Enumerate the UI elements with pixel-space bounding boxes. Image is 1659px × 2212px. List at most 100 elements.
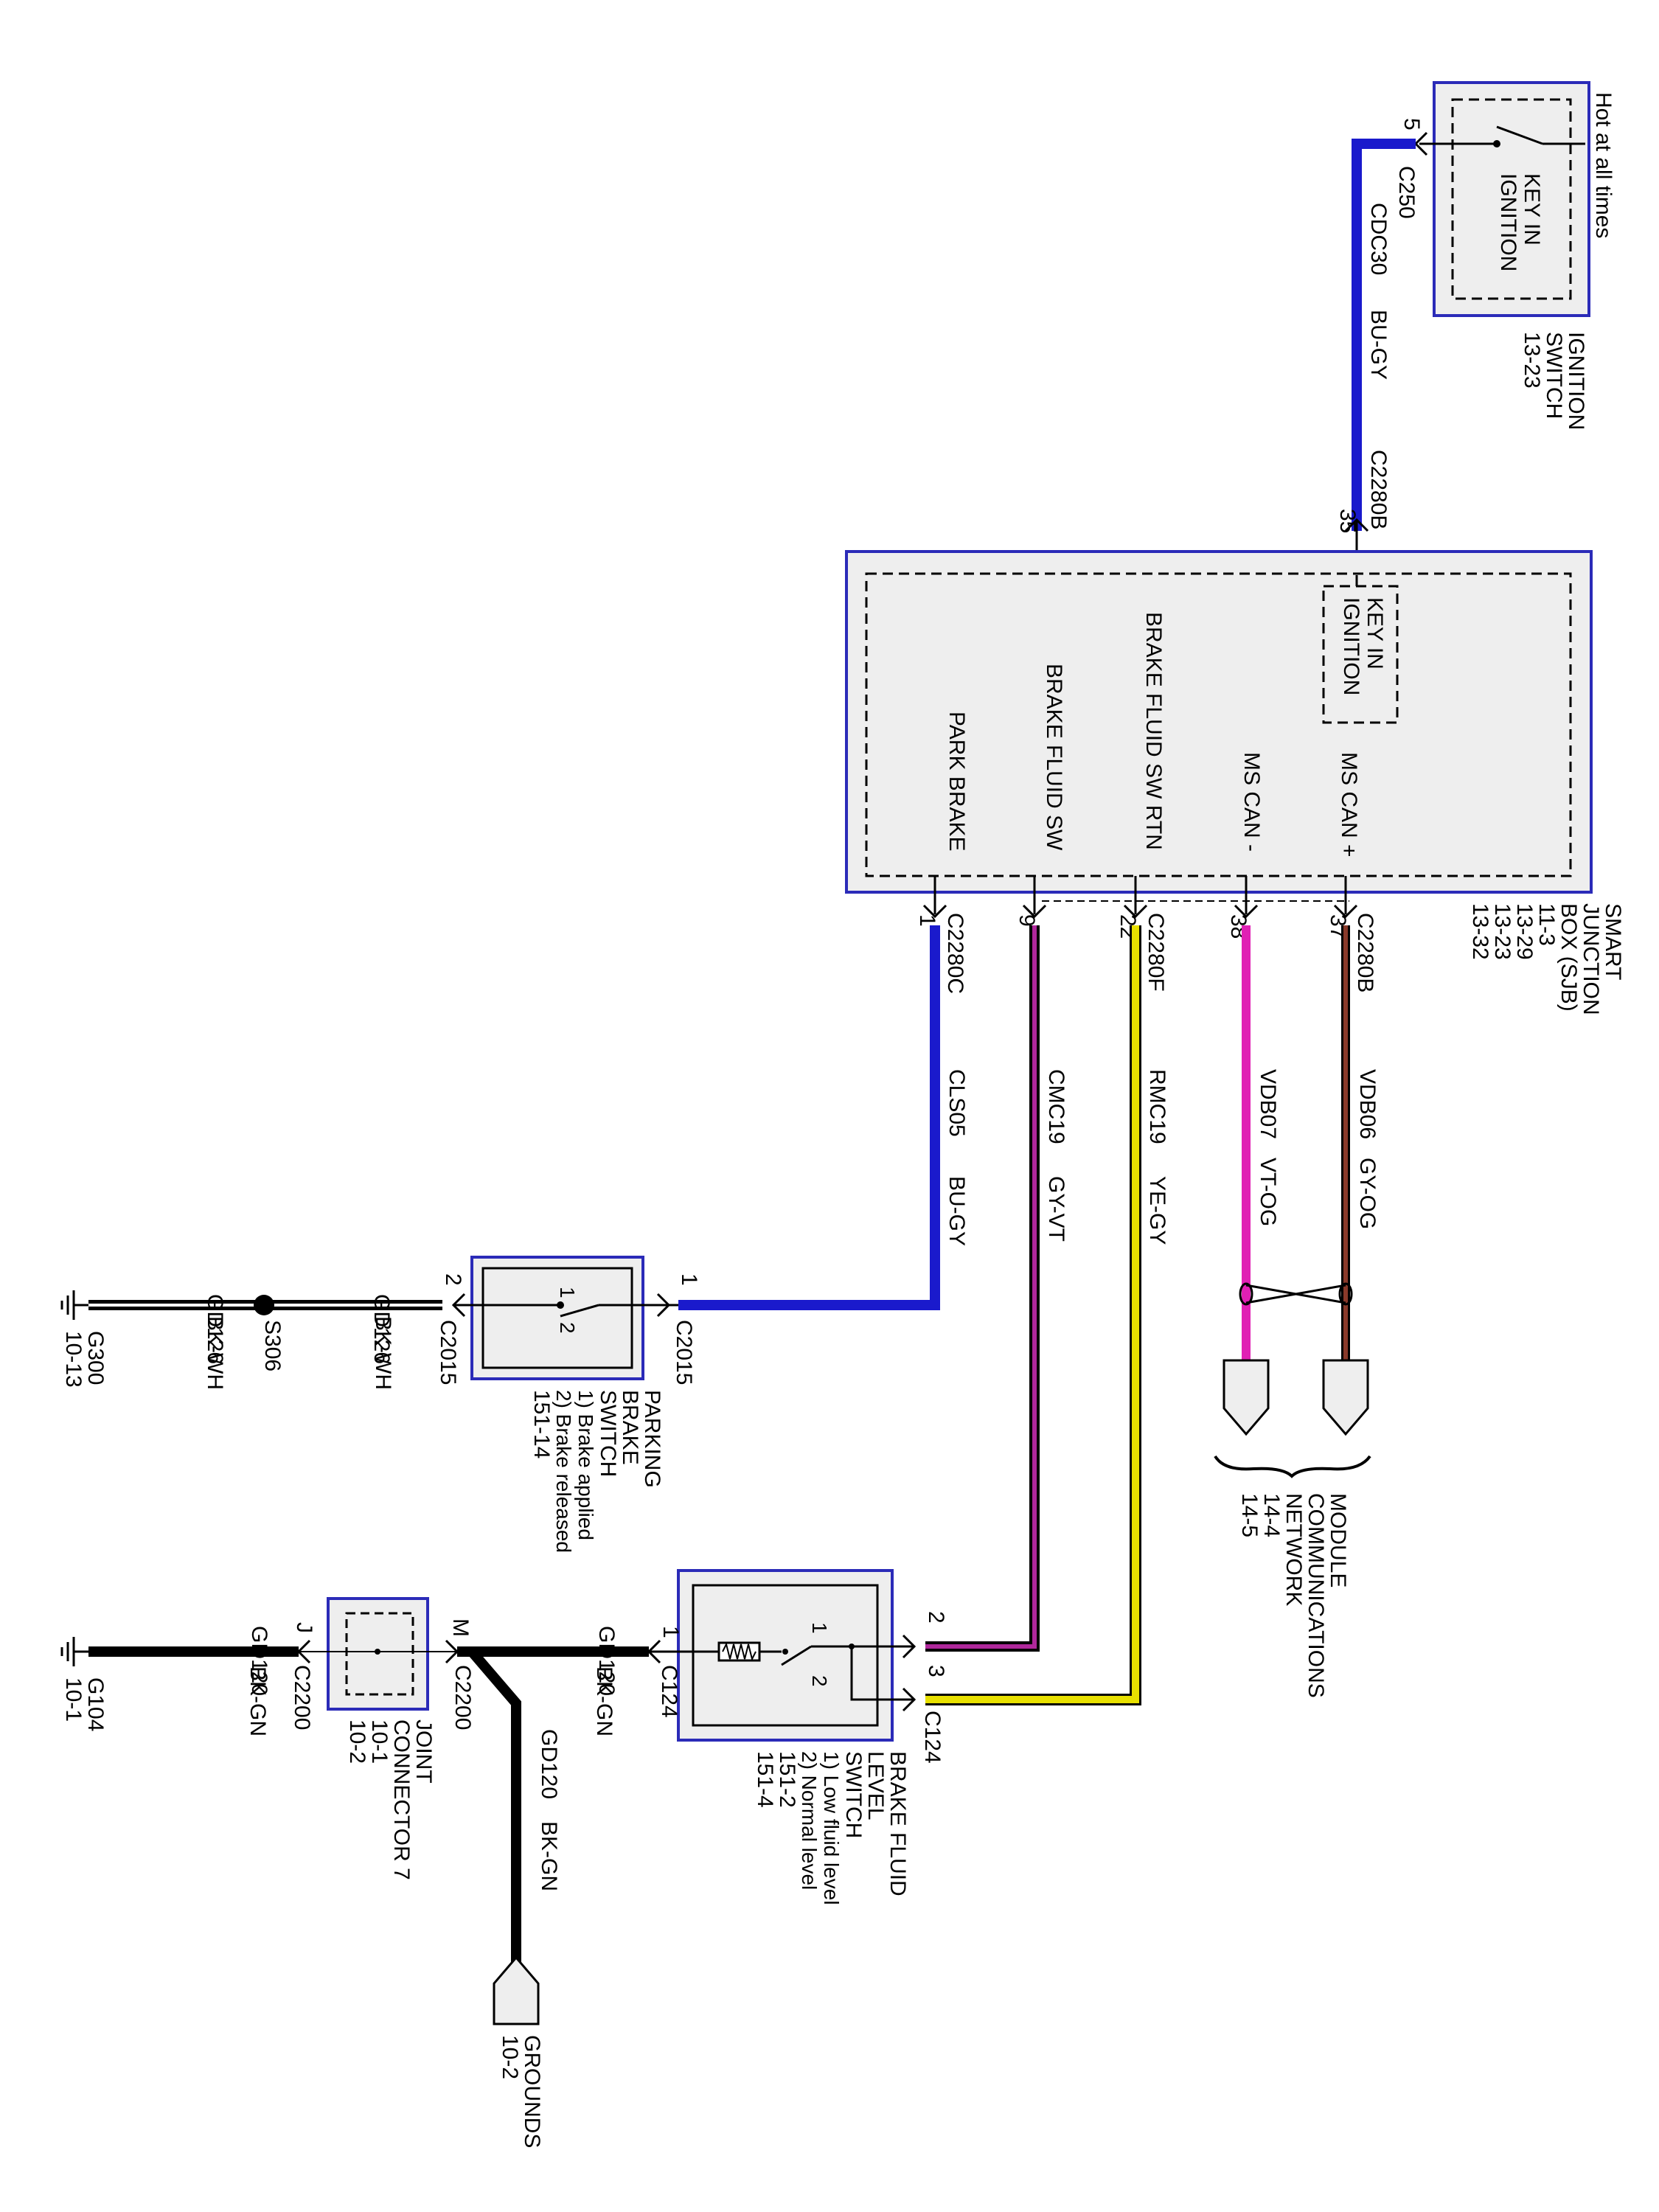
c2015-in-connector-icon (656, 1293, 671, 1318)
sjb-signal-ms-can-plus: MS CAN + (1337, 752, 1361, 858)
cmc19-color: GY-VT (1044, 1176, 1068, 1242)
ground-g104-ref: 10-1 (61, 1677, 86, 1722)
c250-pin: 5 (1399, 118, 1424, 131)
brake-fluid-name-2: LEVEL (863, 1751, 888, 1820)
parking-brake-switch-pin-2: 2 (556, 1322, 579, 1334)
network-name-2: COMMUNICATIONS (1304, 1493, 1328, 1698)
joint-connector-j: C2200 (290, 1665, 314, 1730)
brake-fluid-switch-pin-1: 1 (808, 1622, 831, 1634)
brake-fluid-pin-3: 3 (924, 1665, 948, 1677)
sjb-signal-brake-fluid-rtn: BRAKE FLUID SW RTN (1141, 612, 1166, 850)
parking-brake-name-2: BRAKE (618, 1390, 642, 1465)
vdb07-circuit: VDB07 (1256, 1069, 1280, 1139)
c2015-out-connector-icon (451, 1293, 466, 1318)
gd120-circuit-c: GD120 (537, 1729, 561, 1799)
joint-pin-j: J (292, 1622, 316, 1633)
c2280c-label: C2280C (943, 913, 967, 994)
c2280b-out-label: C2280B (1353, 913, 1377, 992)
sjb-signal-park-brake: PARK BRAKE (945, 712, 969, 852)
brake-fluid-name-3: SWITCH (841, 1751, 866, 1838)
wire-cdc30 (1352, 139, 1416, 531)
gd120-color-a: BK-GN (592, 1666, 616, 1736)
gd120-color-b: BK-GN (246, 1666, 270, 1736)
vdb06-circuit: VDB06 (1355, 1069, 1380, 1139)
twisted-pair-icon (1239, 1282, 1353, 1306)
gd126-color-a: BK-WH (371, 1316, 395, 1390)
ground-g300-icon (60, 1290, 88, 1320)
gd120-color-c: BK-GN (537, 1821, 561, 1891)
network-name-1: MODULE (1326, 1493, 1350, 1587)
gd126-circuit-b: GD126 (203, 1294, 227, 1364)
sjb-signal-ms-can-minus: MS CAN - (1239, 752, 1264, 852)
network-brace-icon (1214, 1455, 1371, 1478)
grounds-label: GROUNDS (520, 2035, 544, 2148)
sjb-ref-2: 13-23 (1490, 903, 1514, 960)
joint-connector-m: C2200 (451, 1665, 475, 1730)
sjb-ref-1: 13-29 (1512, 903, 1537, 960)
c2280b-in-label: C2280B (1366, 450, 1391, 529)
gd120-circuit-a: GD120 (594, 1626, 619, 1696)
cmc19-circuit: CMC19 (1044, 1069, 1068, 1144)
cdc30-color: BU-GY (1366, 310, 1391, 380)
ignition-ref: 13-23 (1520, 332, 1544, 389)
c2200-j-connector-icon (296, 1639, 311, 1664)
parking-brake-inner (481, 1267, 633, 1369)
c2280f-label: C2280F (1144, 913, 1168, 992)
ignition-name-2: SWITCH (1542, 332, 1566, 419)
gd126-color-b: BK-WH (203, 1316, 227, 1390)
sjb-ref-3: 13-32 (1468, 903, 1492, 960)
c124-pin3-connector-icon (902, 1687, 917, 1712)
c250-connector-label: C250 (1394, 166, 1419, 219)
ignition-key-label-1: KEY IN (1520, 173, 1544, 246)
gd126-circuit-a: GD126 (369, 1294, 394, 1364)
sjb-key-box (1322, 585, 1399, 724)
brake-fluid-body (677, 1569, 894, 1742)
parking-brake-body (470, 1256, 644, 1380)
brake-fluid-ref-2: 151-4 (753, 1751, 777, 1808)
smart-junction-box (845, 550, 1593, 894)
cls05-color: BU-GY (945, 1176, 969, 1246)
vdb07-color: VT-OG (1256, 1158, 1280, 1226)
rmc19-color: YE-GY (1145, 1176, 1169, 1245)
pin-9: 9 (1015, 914, 1039, 927)
brake-fluid-connector-right: C124 (920, 1711, 945, 1764)
ground-g104-icon (60, 1637, 88, 1666)
sjb-ref-0: 11-3 (1534, 903, 1559, 946)
cdc30-circuit: CDC30 (1366, 203, 1391, 275)
parking-brake-contact (560, 1304, 599, 1318)
parking-brake-name-1: PARKING (640, 1390, 664, 1488)
joint-connector-dashed-box (345, 1612, 414, 1696)
parking-brake-pin-in: 1 (677, 1273, 701, 1286)
sjb-pin-lines (922, 876, 1358, 919)
wire-gd120 (88, 1646, 649, 1965)
sjb-name-1: SMART (1601, 903, 1625, 980)
ground-g300-ref: 10-13 (61, 1331, 86, 1388)
joint-name-1: JOINT (411, 1719, 436, 1784)
brake-fluid-note-2: 2) Normal level (798, 1751, 821, 1890)
parking-brake-note-2: 2) Brake released (552, 1390, 575, 1553)
joint-connector-7 (296, 1597, 459, 1711)
brake-fluid-pin-2: 2 (924, 1611, 948, 1624)
sjb-key-label-1: KEY IN (1363, 597, 1387, 669)
brake-fluid-contact (781, 1645, 812, 1666)
joint-ref-1: 10-1 (367, 1719, 392, 1764)
ground-g104-label: G104 (83, 1677, 108, 1731)
sjb-body (845, 550, 1593, 894)
network-arrow-icon-2 (1322, 1359, 1369, 1436)
network-arrow-icon-1 (1222, 1359, 1270, 1436)
joint-name-2: CONNECTOR 7 (389, 1719, 414, 1880)
joint-pin-m: M (448, 1618, 473, 1637)
network-ref-1: 14-4 (1259, 1493, 1284, 1537)
grounds-arrow-icon (493, 1955, 540, 2025)
brake-fluid-level-switch (647, 1569, 917, 1742)
sjb-key-label-2: IGNITION (1339, 597, 1363, 695)
c2200-m-connector-icon (445, 1639, 459, 1664)
gd120-circuit-b: GD120 (247, 1626, 271, 1696)
splice-s306-label: S306 (260, 1320, 285, 1371)
wire-cmc19 (925, 925, 1040, 1652)
wire-rmc19 (925, 925, 1141, 1705)
wire-gd126 (88, 1295, 442, 1315)
joint-connector-body (327, 1597, 429, 1711)
wire-cls05 (678, 925, 940, 1310)
